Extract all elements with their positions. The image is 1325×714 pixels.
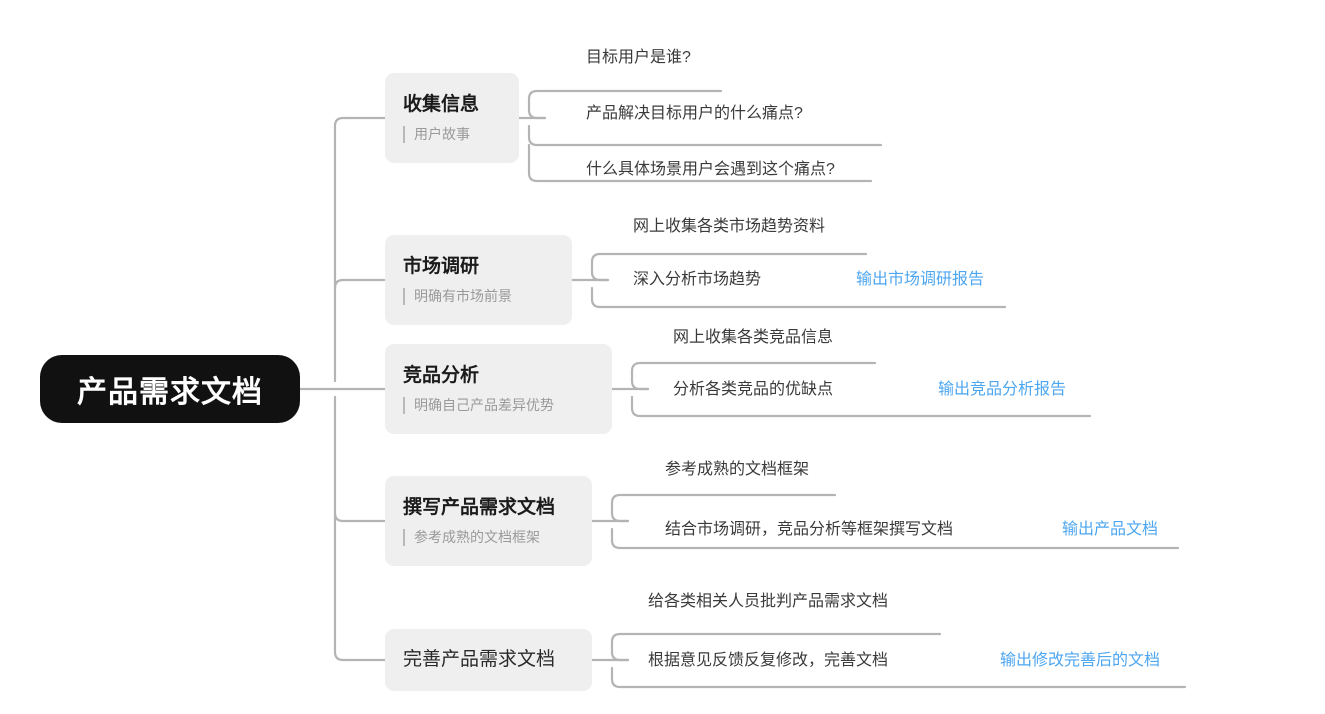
branch-subtitle-3: 明确自己产品差异优势 xyxy=(414,396,554,413)
leaf-output-4-2[interactable]: 输出产品文档 xyxy=(1062,521,1159,538)
leaf-1-1[interactable]: 目标用户是谁? xyxy=(586,49,691,66)
branch-connector-2 xyxy=(333,278,387,290)
leaf-output-5-2[interactable]: 输出修改完善后的文档 xyxy=(1000,652,1161,669)
branch-node-4[interactable]: 撰写产品需求文档 参考成熟的文档框架 xyxy=(385,476,592,566)
leaf-line-4-1 xyxy=(610,493,837,523)
branch-title-5: 完善产品需求文档 xyxy=(403,649,556,671)
leaf-4-1[interactable]: 参考成熟的文档框架 xyxy=(665,461,810,478)
leaf-line-3-2 xyxy=(630,395,1092,418)
branch-node-2[interactable]: 市场调研 明确有市场前景 xyxy=(385,235,572,325)
branch-subtitle-2: 明确有市场前景 xyxy=(414,287,512,304)
branch-node-3[interactable]: 竞品分析 明确自己产品差异优势 xyxy=(385,344,612,434)
leaf-5-2[interactable]: 根据意见反馈反复修改，完善文档 xyxy=(648,652,889,669)
leaf-line-5-2 xyxy=(610,666,1187,689)
leaf-1-3[interactable]: 什么具体场景用户会遇到这个痛点? xyxy=(586,161,835,178)
root-node[interactable]: 产品需求文档 xyxy=(40,355,300,423)
branch-title-4: 撰写产品需求文档 xyxy=(403,497,556,519)
branch-subtitle-wrap-2: 明确有市场前景 xyxy=(403,287,554,305)
branch-subtitle-wrap-1: 用户故事 xyxy=(403,125,501,143)
branch-subtitle-1: 用户故事 xyxy=(414,125,470,142)
subtitle-bar-icon xyxy=(403,396,405,414)
subtitle-bar-icon xyxy=(403,287,405,305)
branch-connector-4 xyxy=(333,511,387,523)
leaf-output-3-2[interactable]: 输出竞品分析报告 xyxy=(938,381,1067,398)
branch-title-3: 竞品分析 xyxy=(403,365,480,387)
subtitle-bar-icon xyxy=(403,528,405,546)
branch-subtitle-wrap-3: 明确自己产品差异优势 xyxy=(403,396,594,414)
branch-title-1: 收集信息 xyxy=(403,94,480,116)
leaf-line-1-2 xyxy=(527,124,883,147)
spine-upper xyxy=(333,116,350,383)
leaf-2-1[interactable]: 网上收集各类市场趋势资料 xyxy=(633,218,826,235)
leaf-line-2-2 xyxy=(590,286,1007,309)
subtitle-bar-icon xyxy=(403,125,405,143)
leaf-1-2[interactable]: 产品解决目标用户的什么痛点? xyxy=(586,105,803,122)
leaf-output-2-2[interactable]: 输出市场调研报告 xyxy=(856,271,985,288)
leaf-3-2[interactable]: 分析各类竞品的优缺点 xyxy=(673,381,834,398)
spine-lower xyxy=(333,395,350,662)
leaf-5-1[interactable]: 给各类相关人员批判产品需求文档 xyxy=(648,593,889,610)
root-label: 产品需求文档 xyxy=(77,376,263,409)
leaf-2-2[interactable]: 深入分析市场趋势 xyxy=(633,271,762,288)
branch-title-2: 市场调研 xyxy=(403,256,480,278)
leaf-4-2[interactable]: 结合市场调研，竞品分析等框架撰写文档 xyxy=(665,521,954,538)
leaf-3-1[interactable]: 网上收集各类竞品信息 xyxy=(673,329,834,346)
branch-subtitle-4: 参考成熟的文档框架 xyxy=(414,528,540,545)
branch-node-1[interactable]: 收集信息 用户故事 xyxy=(385,73,519,163)
branch-subtitle-wrap-4: 参考成熟的文档框架 xyxy=(403,528,574,546)
branch-node-5[interactable]: 完善产品需求文档 xyxy=(385,629,592,691)
